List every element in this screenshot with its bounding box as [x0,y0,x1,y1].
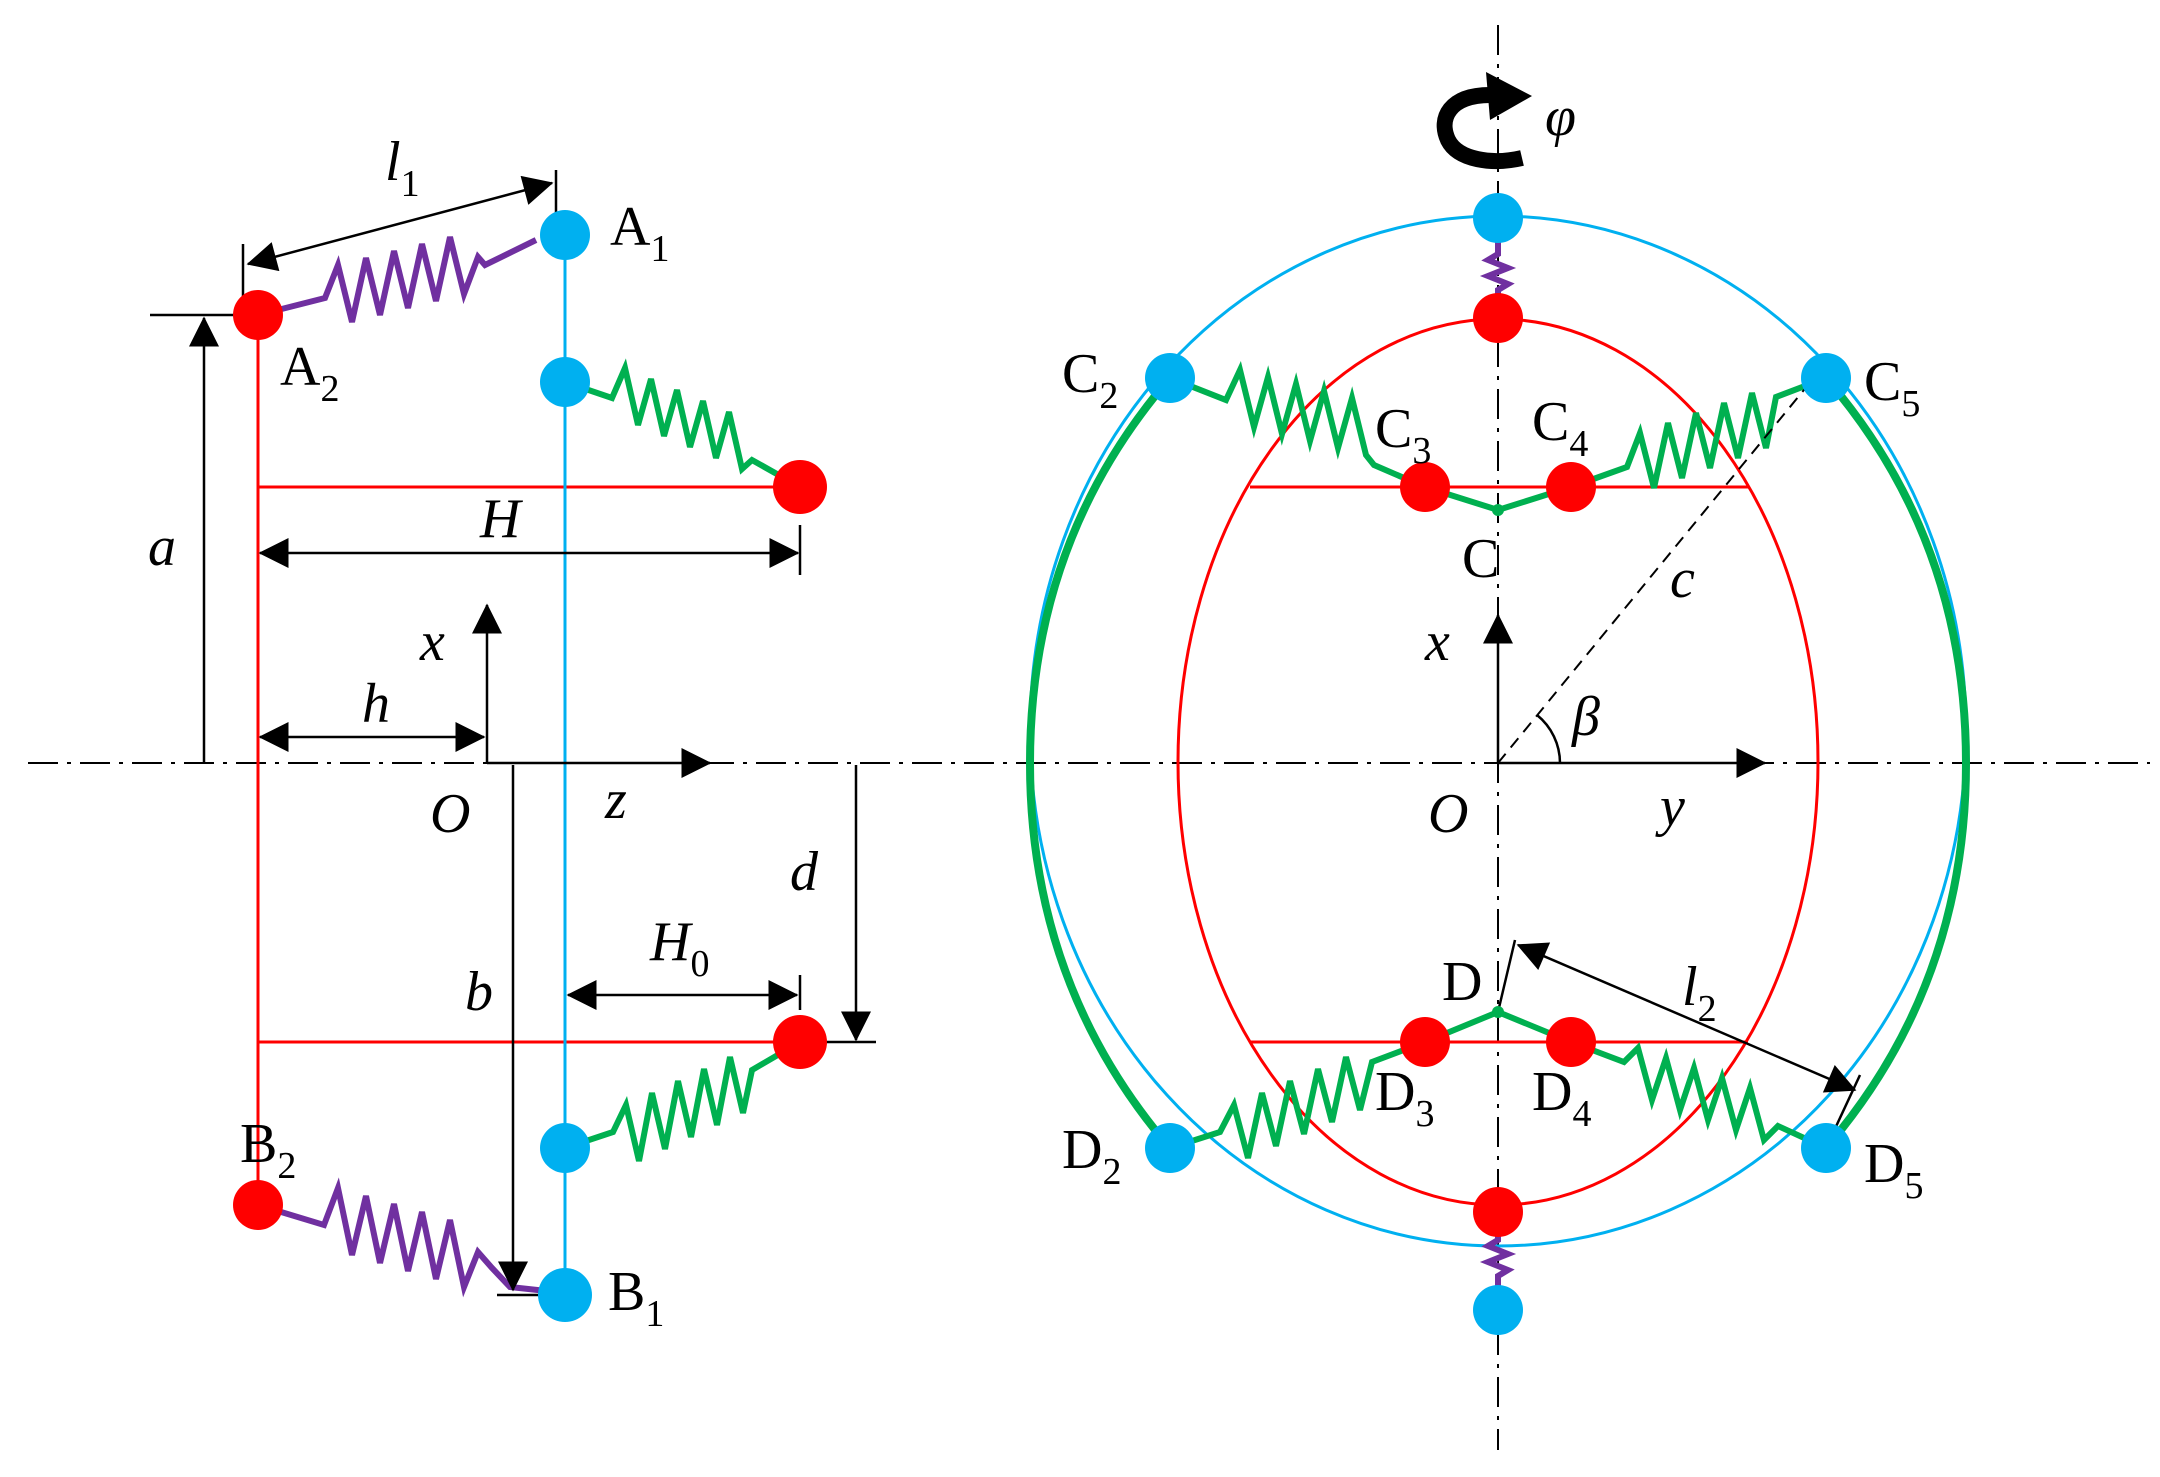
green-arc-left [1025,375,1174,1151]
node-bottom-red [1473,1187,1523,1237]
label-D5: D5 [1864,1133,1923,1207]
label-C2: C2 [1062,343,1118,417]
right-view: φ C2 C3 C4 C5 C c x β O y D l2 D3 D4 D2 [1025,72,1971,1335]
green-spring-upper [564,358,802,490]
label-a: a [148,516,176,578]
dashed-c-line [1497,384,1809,764]
purple-spring-bottom-right [1479,1212,1517,1310]
green-arc-right [1822,375,1971,1151]
label-B1: B1 [608,1261,664,1335]
label-C: C [1462,528,1499,590]
node-D5 [1801,1123,1851,1173]
label-right-y: y [1655,776,1685,838]
green-spring-D2-D3 [1169,1039,1427,1159]
dim-l1-line [246,175,554,272]
label-beta: β [1571,686,1600,748]
label-c: c [1670,548,1695,610]
beta-angle-arc [1536,714,1562,764]
green-spring-C2-C3 [1168,361,1427,490]
node-B2 [233,1180,283,1230]
label-z: z [604,769,627,831]
label-left-x: x [419,611,445,673]
label-D2: D2 [1062,1119,1121,1193]
curved-rotation-arrow-icon [1436,72,1532,169]
label-D: D [1442,951,1482,1013]
label-C5: C5 [1864,351,1920,425]
label-b: b [465,961,493,1023]
node-bottom-blue [1473,1285,1523,1335]
label-H: H [479,488,523,550]
label-d: d [790,841,819,903]
label-l1: l1 [385,131,420,205]
label-l2: l2 [1682,956,1717,1030]
node-red-lower [773,1015,827,1069]
node-top-red [1473,293,1523,343]
label-phi: φ [1545,86,1576,148]
label-left-O: O [430,783,470,845]
node-B1 [538,1268,592,1322]
node-C2 [1145,353,1195,403]
label-h: h [362,673,390,735]
node-C4 [1546,462,1596,512]
green-spring-C4-C5 [1569,375,1828,490]
label-right-O: O [1428,783,1468,845]
node-D3 [1400,1017,1450,1067]
label-B2: B2 [240,1113,296,1187]
node-D4 [1546,1017,1596,1067]
node-C3 [1400,462,1450,512]
label-D4: D4 [1532,1061,1591,1135]
label-C3: C3 [1375,398,1431,472]
node-blue-upper [540,357,590,407]
label-A2: A2 [280,336,339,410]
node-D [1492,1006,1504,1018]
left-view: l1 A1 A2 a H x h O z d H0 b B2 B1 [148,131,876,1335]
label-C4: C4 [1532,391,1588,465]
node-C5 [1801,353,1851,403]
dim-l2-ext-left [1496,939,1517,1013]
dim-l2-line [1516,942,1857,1093]
node-top-blue [1473,193,1523,243]
node-D2 [1145,1123,1195,1173]
purple-spring-bottom [257,1177,566,1298]
green-spring-D4-D5 [1569,1039,1828,1151]
purple-spring-top-right [1479,218,1517,318]
label-right-x: x [1424,611,1450,673]
node-A1 [540,210,590,260]
node-C [1492,504,1504,516]
label-A1: A1 [610,196,669,270]
node-A2 [233,290,283,340]
green-spring-lower [564,1039,802,1162]
label-H0: H0 [649,911,709,985]
label-D3: D3 [1375,1061,1434,1135]
node-blue-lower [540,1123,590,1173]
node-red-upper [773,460,827,514]
